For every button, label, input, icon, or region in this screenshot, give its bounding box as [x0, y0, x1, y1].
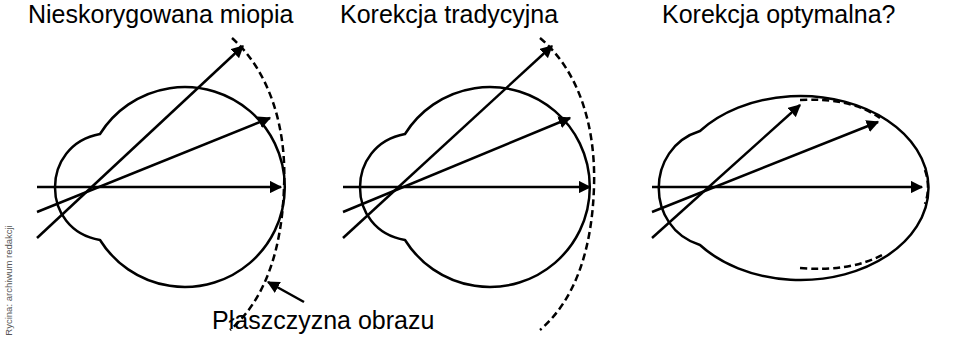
light-ray	[37, 46, 243, 238]
light-ray	[343, 186, 590, 189]
image-plane	[800, 100, 880, 118]
light-ray	[343, 46, 552, 238]
light-ray	[37, 118, 270, 212]
light-ray	[652, 186, 922, 189]
image-plane	[540, 38, 594, 330]
pointer-arrow	[268, 282, 304, 302]
credit-note: Rycina: archiwum redakcji	[4, 217, 15, 343]
image-plane	[925, 170, 928, 204]
panel-heading: Korekcja optymalna?	[662, 0, 895, 29]
panel-heading: Korekcja tradycyjna	[340, 0, 558, 29]
panel-heading: Nieskorygowana miopia	[28, 0, 293, 29]
image-plane	[800, 255, 882, 269]
light-ray	[37, 186, 281, 189]
image-plane-label: Płaszczyzna obrazu	[212, 306, 434, 335]
light-ray	[652, 105, 800, 238]
